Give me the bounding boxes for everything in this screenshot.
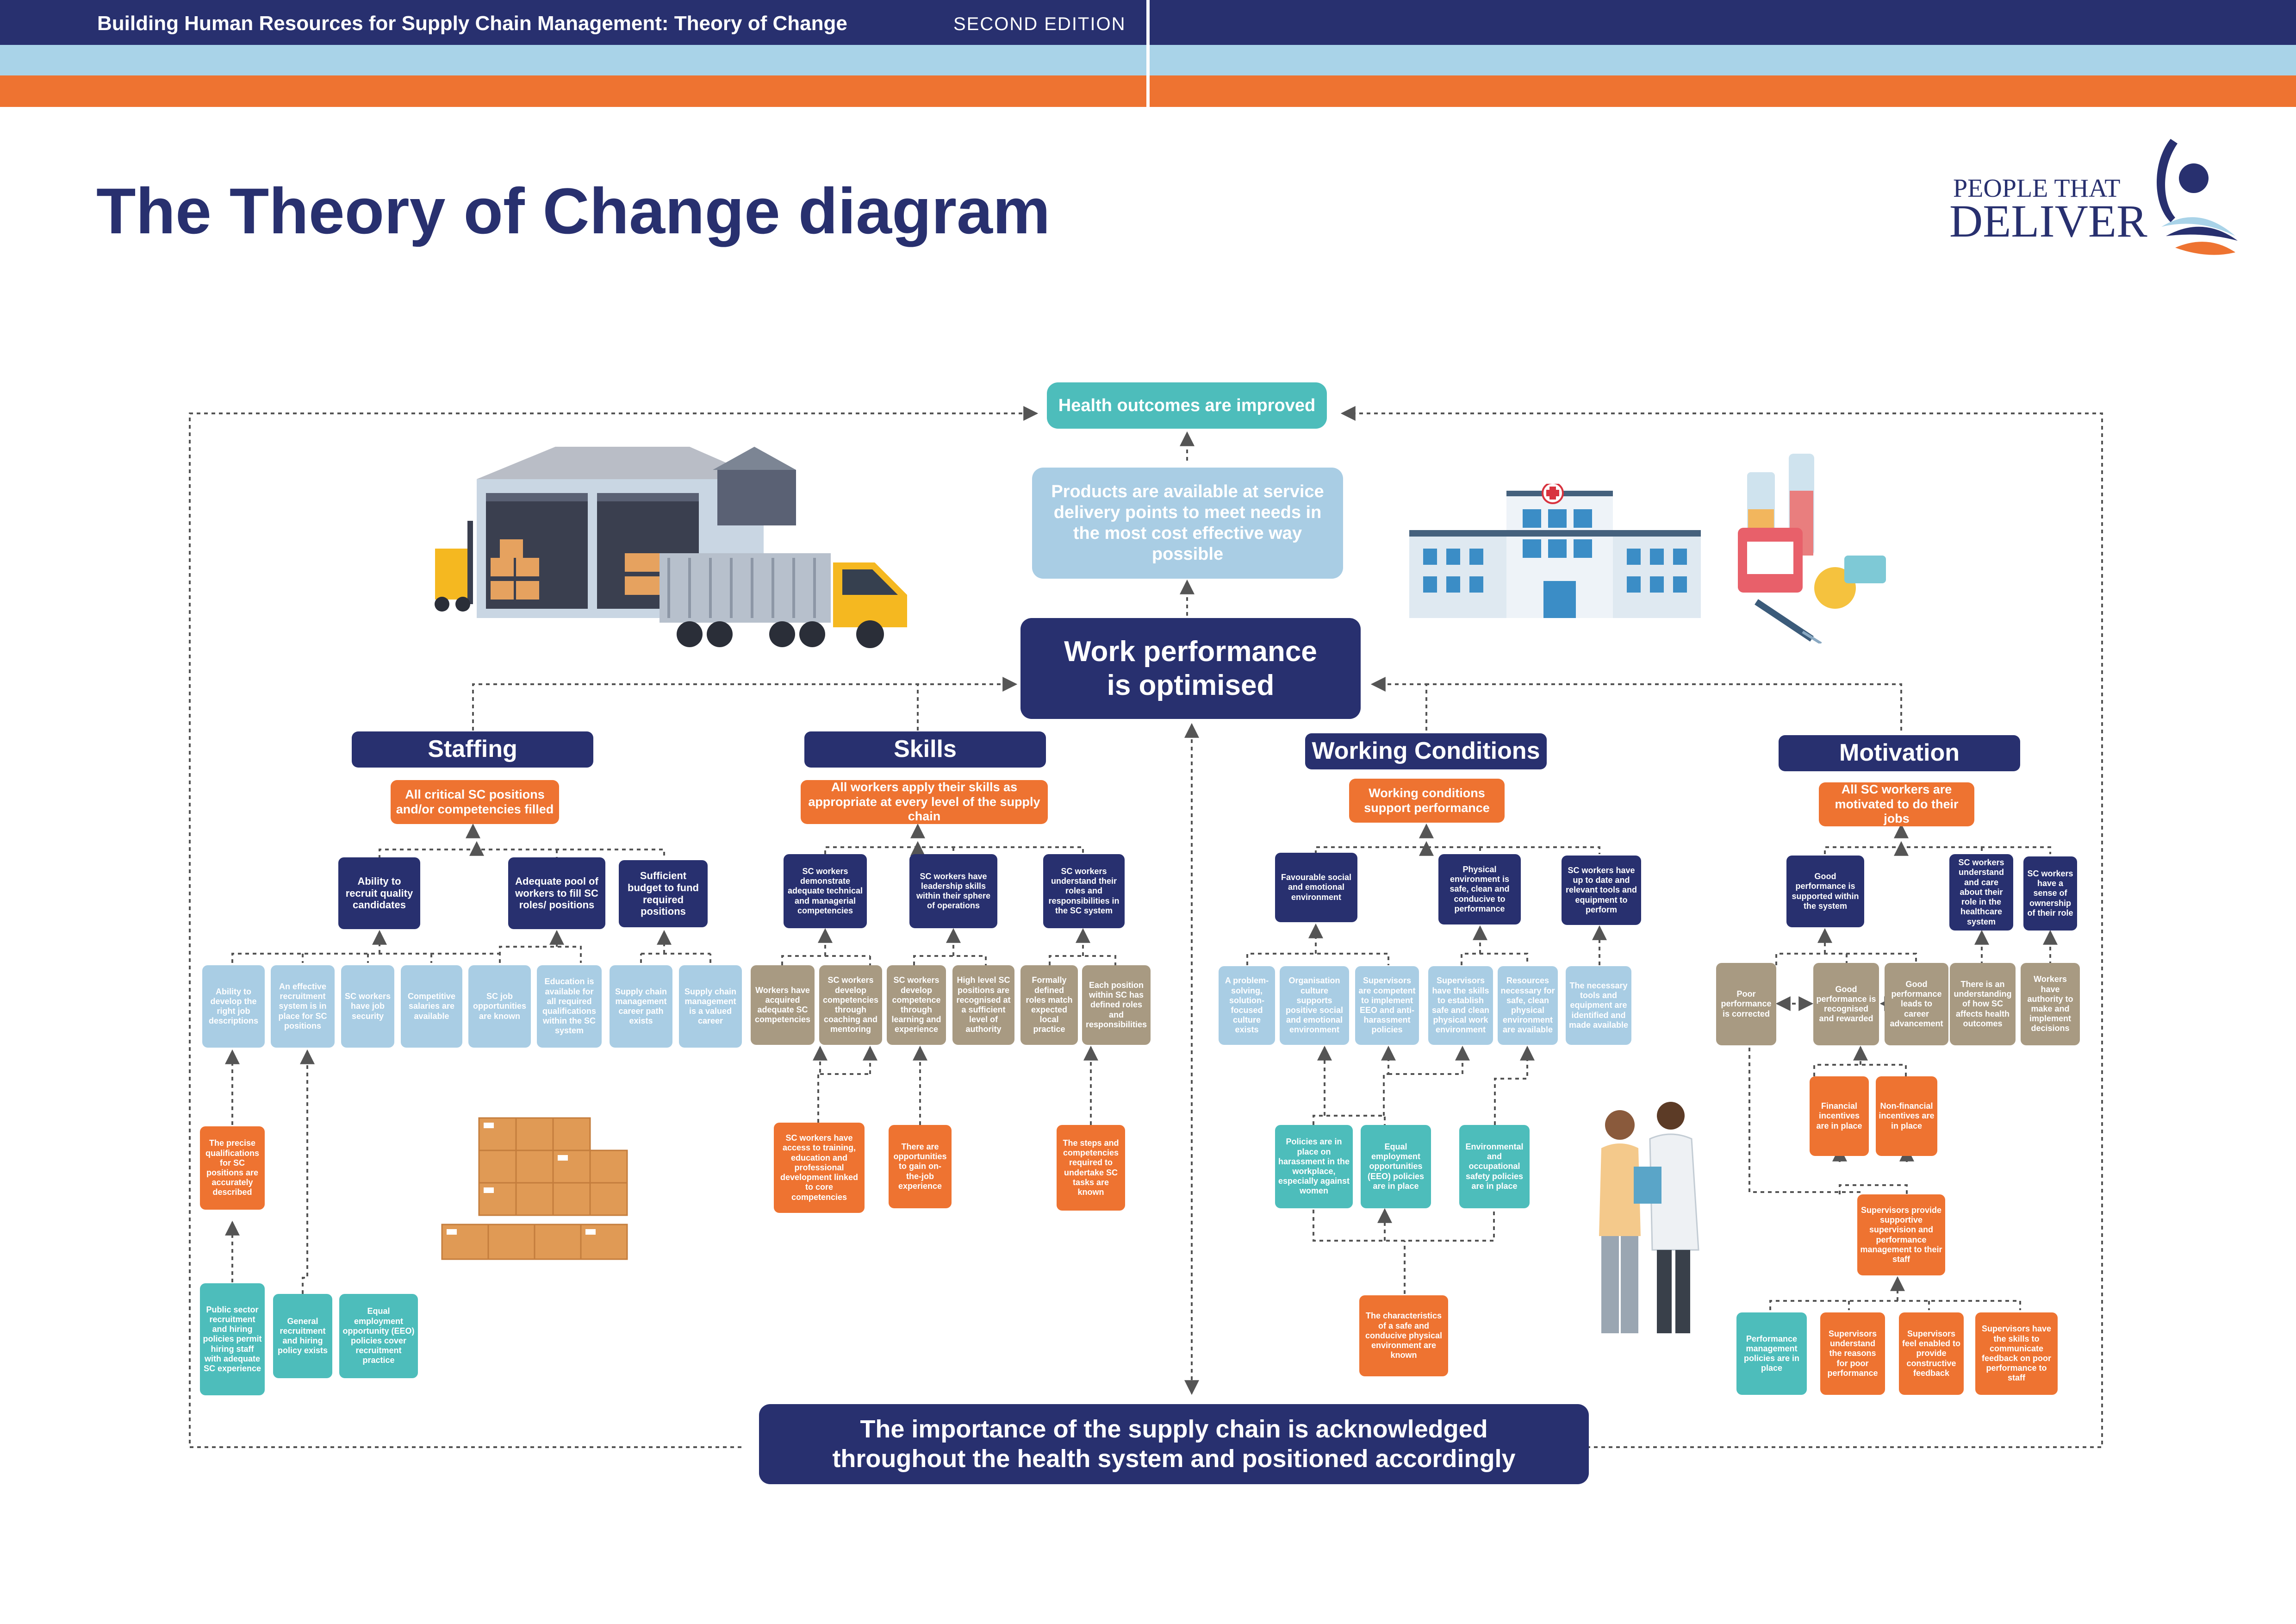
working-mid-2: Physical environment is safe, clean and … xyxy=(1438,854,1521,924)
staffing-mid-2: Adequate pool of workers to fill SC role… xyxy=(508,857,605,929)
staffing-bottom-1: Public sector recruitment and hiring pol… xyxy=(200,1283,265,1395)
outcome-staffing: All critical SC positions and/or compete… xyxy=(391,780,559,824)
working-lower-1: Policies are in place on harassment in t… xyxy=(1275,1125,1353,1208)
staffing-leaf-5: SC job opportunities are known xyxy=(468,965,531,1048)
page-title: The Theory of Change diagram xyxy=(96,175,1051,247)
health-outcomes-box: Health outcomes are improved xyxy=(1047,382,1327,429)
motivation-mid-2: SC workers understand and care about the… xyxy=(1949,854,2013,931)
staffing-bottom-3: Equal employment opportunity (EEO) polic… xyxy=(339,1294,418,1378)
health-workers-icon xyxy=(1599,1102,1699,1333)
motivation-bottom-1: Performance management policies are in p… xyxy=(1736,1312,1807,1395)
motivation-incentive-nonfinancial: Non-financial incentives are in place xyxy=(1876,1076,1937,1156)
staffing-leaf-1: Ability to develop the right job descrip… xyxy=(202,965,265,1048)
working-leaf-3: Supervisors are competent to implement E… xyxy=(1355,966,1419,1045)
importance-box: The importance of the supply chain is ac… xyxy=(759,1404,1589,1484)
skills-leaf-3: SC workers develop competence through le… xyxy=(887,965,946,1045)
working-bottom: The characteristics of a safe and conduc… xyxy=(1359,1295,1448,1376)
skills-mid-3: SC workers understand their roles and re… xyxy=(1043,854,1125,928)
staffing-bottom-2: General recruitment and hiring policy ex… xyxy=(273,1294,332,1378)
motivation-bottom-2: Supervisors understand the reasons for p… xyxy=(1820,1312,1885,1395)
skills-leaf-5: Formally defined roles match expected lo… xyxy=(1020,965,1078,1045)
products-available-box: Products are available at service delive… xyxy=(1032,468,1343,579)
motivation-incentive-financial: Financial incentives are in place xyxy=(1810,1076,1869,1156)
motivation-leaf-4: There is an understanding of how SC affe… xyxy=(1950,963,2016,1045)
motivation-mid-3: SC workers have a sense of ownership of … xyxy=(2023,856,2077,931)
skills-mid-2: SC workers have leadership skills within… xyxy=(909,854,997,928)
skills-bottom-1: SC workers have access to training, educ… xyxy=(774,1123,865,1213)
skills-leaf-6: Each position within SC has defined role… xyxy=(1082,965,1151,1045)
outcome-skills: All workers apply their skills as approp… xyxy=(801,780,1048,824)
hospital-icon xyxy=(1409,484,1701,618)
outcome-motivation: All SC workers are motivated to do their… xyxy=(1819,782,1974,826)
outcome-working-conditions: Working conditions support performance xyxy=(1349,779,1505,823)
motivation-leaf-5: Workers have authority to make and imple… xyxy=(2021,963,2080,1045)
skills-bottom-2: There are opportunities to gain on-the-j… xyxy=(889,1125,952,1208)
working-lower-3: Environmental and occupational safety po… xyxy=(1459,1125,1530,1208)
skills-leaf-4: High level SC positions are recognised a… xyxy=(952,965,1014,1045)
skills-leaf-2: SC workers develop competencies through … xyxy=(819,965,882,1045)
motivation-mid-1: Good performance is supported within the… xyxy=(1786,856,1864,927)
skills-bottom-3: The steps and competencies required to u… xyxy=(1057,1125,1125,1211)
working-mid-1: Favourable social and emotional environm… xyxy=(1275,853,1357,922)
working-leaf-1: A problem-solving, solution-focused cult… xyxy=(1219,966,1275,1045)
logo-line1: PEOPLE THAT xyxy=(1953,174,2121,203)
staffing-leaf-8: Supply chain management is a valued care… xyxy=(679,965,742,1048)
warehouse-truck-icon xyxy=(435,447,907,648)
doc-title: Building Human Resources for Supply Chai… xyxy=(97,12,847,35)
medicine-icon xyxy=(1738,454,1886,643)
working-leaf-4: Supervisors have the skills to establish… xyxy=(1428,966,1493,1045)
motivation-leaf-1: Poor performance is corrected xyxy=(1716,963,1776,1045)
motivation-bottom-3: Supervisors feel enabled to provide cons… xyxy=(1899,1312,1964,1395)
skills-mid-1: SC workers demonstrate adequate technica… xyxy=(784,854,867,928)
working-mid-3: SC workers have up to date and relevant … xyxy=(1562,856,1641,925)
work-performance-box: Work performance is optimised xyxy=(1020,618,1361,719)
heading-skills: Skills xyxy=(804,731,1046,768)
staffing-mid-3: Sufficient budget to fund required posit… xyxy=(619,860,708,927)
staffing-leaf-6: Education is available for all required … xyxy=(537,965,602,1048)
heading-motivation: Motivation xyxy=(1779,735,2020,771)
working-leaf-2: Organisation culture supports positive s… xyxy=(1280,966,1349,1045)
logo-figure-icon xyxy=(2157,139,2238,255)
heading-working-conditions: Working Conditions xyxy=(1305,733,1547,769)
staffing-leaf-3: SC workers have job security xyxy=(341,965,394,1048)
motivation-bottom-4: Supervisors have the skills to communica… xyxy=(1975,1312,2058,1395)
staffing-leaf-2: An effective recruitment system is in pl… xyxy=(271,965,335,1048)
working-leaf-6: The necessary tools and equipment are id… xyxy=(1566,966,1631,1045)
header-divider xyxy=(1146,0,1150,107)
heading-staffing: Staffing xyxy=(352,731,593,768)
skills-leaf-1: Workers have acquired adequate SC compet… xyxy=(751,965,815,1045)
motivation-leaf-3: Good performance leads to career advance… xyxy=(1885,963,1948,1045)
cardboard-boxes-icon xyxy=(441,1117,628,1260)
motivation-supervisors-support: Supervisors provide supportive supervisi… xyxy=(1857,1194,1945,1275)
logo: PEOPLE THAT DELIVER xyxy=(1944,134,2240,273)
edition-label: SECOND EDITION xyxy=(953,14,1126,34)
working-lower-2: Equal employment opportunities (EEO) pol… xyxy=(1361,1125,1431,1208)
working-leaf-5: Resources necessary for safe, clean phys… xyxy=(1498,966,1558,1045)
staffing-precise-qualifications: The precise qualifications for SC positi… xyxy=(200,1126,265,1210)
motivation-leaf-2: Good performance is recognised and rewar… xyxy=(1813,963,1879,1045)
staffing-mid-1: Ability to recruit quality candidates xyxy=(338,857,420,929)
staffing-leaf-4: Competitive salaries are available xyxy=(401,965,462,1048)
staffing-leaf-7: Supply chain management career path exis… xyxy=(610,965,672,1048)
logo-line2: DELIVER xyxy=(1949,195,2147,247)
